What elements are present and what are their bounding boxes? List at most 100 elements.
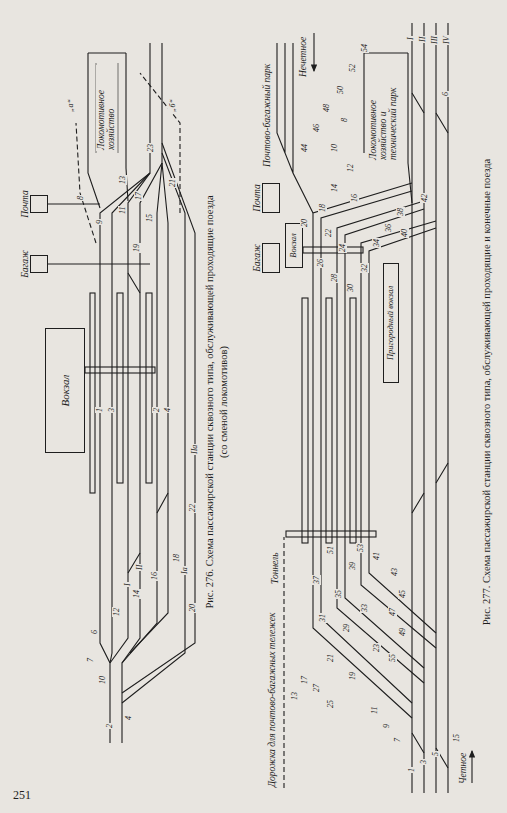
- callout-number: 52: [348, 63, 357, 73]
- place-name: Четное: [458, 752, 468, 785]
- callout-number: 15: [452, 733, 461, 743]
- building-label: Багаж: [20, 250, 30, 278]
- building-label: Почта: [20, 190, 30, 218]
- callout-number: 20: [300, 218, 309, 228]
- callout-number: „б“: [168, 98, 177, 113]
- callout-number: II: [418, 36, 427, 43]
- callout-number: 51: [326, 545, 335, 555]
- building-label: Вокзал: [59, 375, 71, 407]
- place-name: Локомотивное хозяйство и технический пар…: [368, 59, 398, 161]
- storage-building: Почта: [30, 195, 48, 213]
- callout-number: 12: [346, 163, 355, 173]
- callout-number: 4: [163, 407, 172, 413]
- storage-building: Багаж: [30, 255, 48, 273]
- callout-number: 23: [372, 643, 381, 653]
- storage-building: Багаж: [262, 243, 280, 273]
- callout-number: 37: [312, 575, 321, 585]
- storage-building: Почта: [262, 183, 280, 213]
- callout-number: 22: [324, 228, 333, 238]
- callout-number: 50: [336, 85, 345, 95]
- station-building: Вокзал: [285, 223, 303, 268]
- callout-number: 45: [398, 589, 407, 599]
- callout-number: 34: [372, 238, 381, 248]
- figure-caption: Рис. 276. Схема пассажирской станции скв…: [204, 101, 215, 703]
- callout-number: 11: [118, 206, 127, 215]
- callout-number: III: [430, 35, 439, 45]
- callout-number: I: [123, 582, 132, 587]
- callout-number: 44: [300, 143, 309, 153]
- callout-number: 14: [132, 589, 141, 599]
- callout-number: 5: [431, 751, 440, 757]
- callout-number: 36: [384, 223, 393, 233]
- callout-number: 38: [396, 207, 405, 217]
- callout-number: IV: [442, 35, 451, 45]
- callout-number: 55: [388, 653, 397, 663]
- callout-number: 48: [322, 103, 331, 113]
- callout-number: 21: [326, 653, 335, 663]
- callout-number: 10: [98, 675, 107, 685]
- fig276-tracks: [48, 43, 195, 743]
- callout-number: 6: [441, 91, 450, 97]
- callout-number: 3: [419, 759, 428, 765]
- callout-number: 28: [330, 273, 339, 283]
- place-name: Дорожка для почтово-багажных тележек: [267, 612, 277, 788]
- callout-number: 20: [188, 603, 197, 613]
- callout-number: 21: [168, 178, 177, 188]
- callout-number: 7: [393, 737, 402, 743]
- figure-caption: Рис. 277. Схема пассажирской станции скв…: [481, 31, 492, 753]
- callout-number: 35: [334, 589, 343, 599]
- callout-number: I: [406, 36, 415, 41]
- callout-number: 23: [146, 143, 155, 153]
- callout-number: 19: [348, 671, 357, 681]
- callout-number: 54: [360, 43, 369, 53]
- building-label: Пригородный вокзал: [386, 286, 395, 360]
- callout-number: 2: [105, 723, 114, 729]
- building-label: Багаж: [252, 244, 262, 272]
- callout-number: 13: [118, 175, 127, 185]
- callout-number: 10: [330, 143, 339, 153]
- building-label: Почта: [252, 184, 262, 212]
- callout-number: 22: [188, 503, 197, 513]
- callout-number: 6: [90, 629, 99, 635]
- callout-number: 2: [152, 407, 161, 413]
- callout-number: 33: [360, 603, 369, 613]
- callout-number: 16: [350, 193, 359, 203]
- callout-number: 46: [312, 123, 321, 133]
- place-name: Тоннель: [270, 551, 280, 585]
- callout-number: 1: [95, 407, 104, 413]
- callout-number: 25: [326, 699, 335, 709]
- callout-number: 42: [420, 193, 429, 203]
- callout-number: 16: [150, 571, 159, 581]
- callout-number: 8: [340, 117, 349, 123]
- callout-number: 47: [388, 607, 397, 617]
- callout-number: 12: [112, 607, 121, 617]
- callout-number: 27: [312, 683, 321, 693]
- callout-number: 29: [342, 623, 351, 633]
- callout-number: 18: [172, 553, 181, 563]
- figure-caption: (со сменой локомотивов): [218, 101, 229, 703]
- place-name: Локомотивное хозяйство: [96, 65, 116, 151]
- callout-number: 15: [145, 213, 154, 223]
- place-name: Нечетное: [298, 36, 308, 78]
- page-number: 251: [12, 788, 32, 803]
- callout-number: 11: [370, 706, 379, 715]
- station-building: Вокзал: [45, 328, 85, 453]
- callout-number: 1: [407, 767, 416, 773]
- callout-number: II: [135, 564, 144, 571]
- callout-number: 31: [318, 613, 327, 623]
- callout-number: 24: [338, 243, 347, 253]
- callout-number: 53: [356, 543, 365, 553]
- fig277-tracks: [277, 23, 472, 793]
- callout-number: 3: [107, 407, 116, 413]
- callout-number: 32: [360, 263, 369, 273]
- callout-number: 9: [382, 723, 391, 729]
- callout-number: 8: [76, 195, 85, 201]
- station-building: Пригородный вокзал: [383, 263, 399, 383]
- callout-number: 26: [316, 258, 325, 268]
- callout-number: 14: [330, 183, 339, 193]
- callout-number: 18: [318, 203, 327, 213]
- callout-number: 13: [290, 691, 299, 701]
- callout-number: 4: [124, 715, 133, 721]
- callout-number: 41: [372, 551, 381, 561]
